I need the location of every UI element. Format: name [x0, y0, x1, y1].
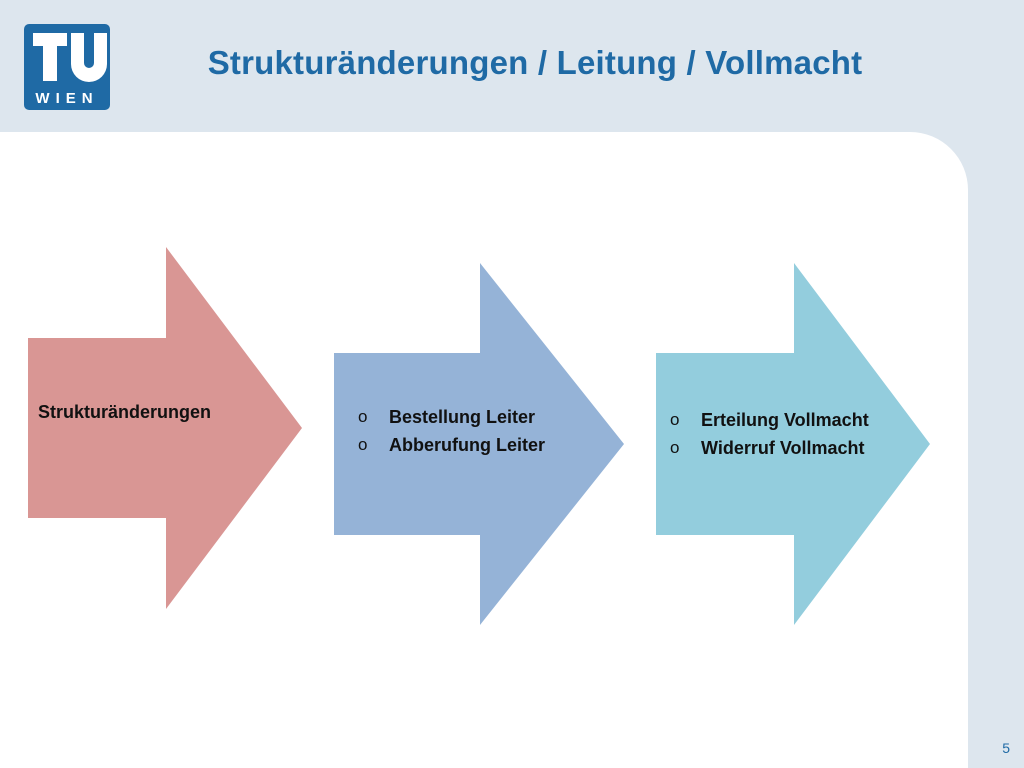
- page-number: 5: [1002, 740, 1010, 756]
- arrow-list-vollmacht: o Erteilung Vollmacht o Widerruf Vollmac…: [670, 406, 869, 462]
- bullet-icon: o: [358, 435, 368, 454]
- bullet-icon: o: [358, 407, 368, 426]
- arrow-label-struktur: Strukturänderungen: [38, 402, 212, 422]
- arrow-struktur: [28, 247, 302, 609]
- arrow-leitung: [334, 263, 624, 625]
- tu-wien-logo: WIEN: [24, 24, 110, 110]
- list-item: o Widerruf Vollmacht: [670, 434, 869, 462]
- arrow-list-leitung: o Bestellung Leiter o Abberufung Leiter: [358, 403, 545, 459]
- logo-wien-text: WIEN: [35, 90, 98, 107]
- list-item: o Abberufung Leiter: [358, 431, 545, 459]
- arrow-vollmacht: [656, 263, 930, 625]
- list-item: o Erteilung Vollmacht: [670, 406, 869, 434]
- bullet-icon: o: [670, 410, 680, 429]
- page-title: Strukturänderungen / Leitung / Vollmacht: [207, 44, 863, 81]
- list-item: o Bestellung Leiter: [358, 403, 545, 431]
- bullet-icon: o: [670, 438, 680, 457]
